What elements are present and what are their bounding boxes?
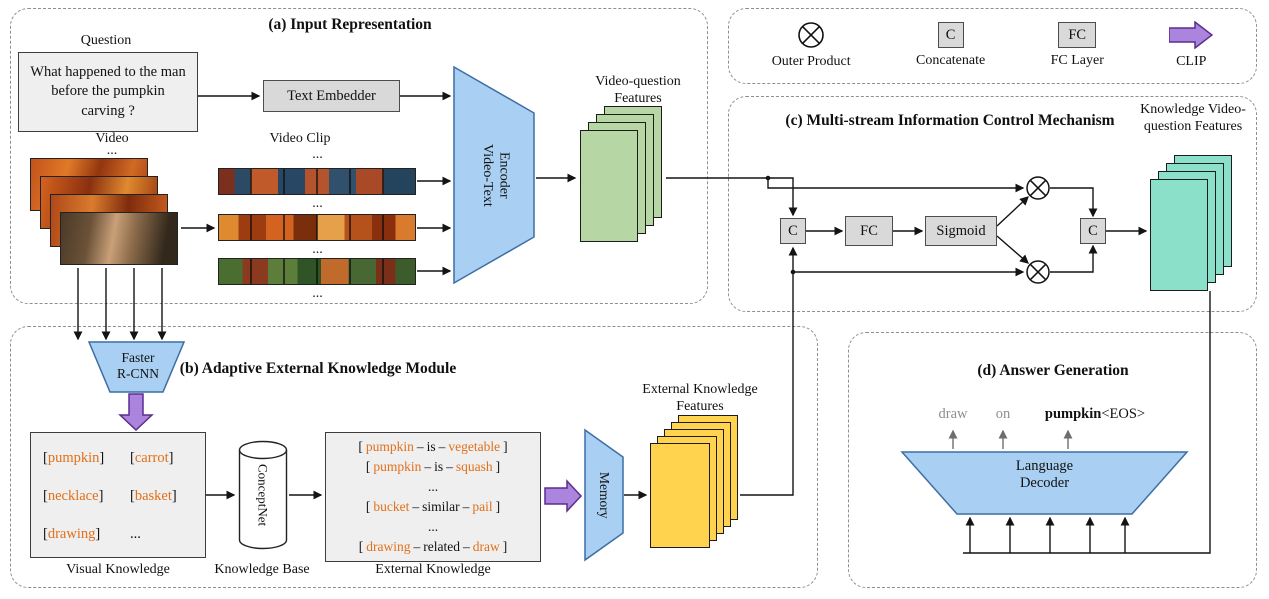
panel-c-title: (c) Multi-stream Information Control Mec… xyxy=(785,112,1115,129)
knowledge-ellipsis: ... xyxy=(427,479,439,494)
knowledge-triple: [pumpkin–is–vegetable] xyxy=(358,439,508,454)
knowledge-triple: [bucket–similar–pail] xyxy=(365,499,501,514)
fc-node: FC xyxy=(845,216,893,246)
knowledge-triple: [pumpkin–is–squash] xyxy=(365,459,501,474)
external-knowledge-box: [pumpkin–is–vegetable] [pumpkin–is–squas… xyxy=(325,432,541,562)
panel-b-title: (b) Adaptive External Knowledge Module xyxy=(179,360,457,377)
visual-knowledge-item: [pumpkin] xyxy=(43,449,105,466)
knowledge-ellipsis: ... xyxy=(427,519,439,534)
panel-knowledge-module xyxy=(10,326,818,588)
faster-rcnn-label: Faster R-CNN xyxy=(116,350,159,381)
legend-outer-product: Outer Product xyxy=(772,21,851,71)
panel-a-title: (a) Input Representation xyxy=(268,16,432,33)
external-knowledge-features-stack xyxy=(650,415,738,548)
clip-ellipsis: ... xyxy=(312,147,323,162)
kvq-features-label: Knowledge Video-question Features xyxy=(1140,102,1246,134)
visual-knowledge-item: [drawing] xyxy=(43,525,101,542)
legend-fc-label: FC Layer xyxy=(1050,53,1104,69)
video-clip-label: Video Clip xyxy=(269,131,331,146)
legend-clip-label: CLIP xyxy=(1176,54,1207,70)
concatenate-icon: C xyxy=(937,22,964,49)
clip-ellipsis: ... xyxy=(312,286,323,301)
video-frame xyxy=(60,212,178,265)
language-decoder-label: Language Decoder xyxy=(1015,458,1074,492)
memory-label: Memory xyxy=(597,471,613,519)
visual-knowledge-item: [carrot] xyxy=(130,449,174,466)
clip-ellipsis: ... xyxy=(312,196,323,211)
visual-knowledge-item: [necklace] xyxy=(43,487,104,504)
text-embedder-box: Text Embedder xyxy=(263,80,400,112)
concatenate-node-2: C xyxy=(1080,218,1106,244)
video-clip-strip xyxy=(218,214,416,241)
conceptnet-label: ConceptNet xyxy=(255,463,271,527)
video-clip-strip xyxy=(218,258,416,285)
legend-fc-layer: FC FC Layer xyxy=(1051,22,1104,70)
visual-knowledge-label: Visual Knowledge xyxy=(66,562,170,577)
legend-outer-product-label: Outer Product xyxy=(771,54,851,70)
generated-word: pumpkin<EOS> xyxy=(1044,406,1146,422)
question-label: Question xyxy=(80,33,132,48)
clip-ellipsis: ... xyxy=(312,242,323,257)
video-text-encoder-label: Video-Text Encoder xyxy=(479,143,512,207)
knowledge-vq-features-stack xyxy=(1150,155,1232,291)
knowledge-base-label: Knowledge Base xyxy=(214,562,310,577)
vq-features-label: Video-question Features xyxy=(595,74,681,106)
clip-arrow-icon xyxy=(1169,21,1214,50)
visual-knowledge-item: [basket] xyxy=(130,487,177,504)
video-frames-stack xyxy=(30,158,178,265)
external-knowledge-label: External Knowledge xyxy=(375,562,491,577)
panel-input-representation xyxy=(10,8,708,304)
video-label: Video xyxy=(95,131,129,146)
question-box: What happened to the man before the pump… xyxy=(18,52,198,132)
sigmoid-node: Sigmoid xyxy=(925,216,997,246)
fc-layer-icon: FC xyxy=(1058,22,1097,49)
outer-product-icon xyxy=(798,22,824,49)
generated-word: draw xyxy=(938,406,968,422)
video-clip-strip xyxy=(218,168,416,195)
legend-concatenate: C Concatenate xyxy=(916,22,985,70)
concatenate-node-1: C xyxy=(780,218,806,244)
ek-features-label: External Knowledge Features xyxy=(642,382,758,414)
visual-knowledge-ellipsis: ... xyxy=(130,525,141,542)
video-question-features-stack xyxy=(580,106,662,242)
legend-concatenate-label: Concatenate xyxy=(916,53,986,69)
video-ellipsis: ... xyxy=(106,143,118,158)
generated-word: on xyxy=(995,406,1011,422)
panel-legend: Outer Product C Concatenate FC FC Layer … xyxy=(728,8,1257,84)
panel-d-title: (d) Answer Generation xyxy=(977,362,1129,379)
legend-clip: CLIP xyxy=(1169,21,1214,71)
knowledge-triple: [drawing–related–draw] xyxy=(358,539,508,554)
visual-knowledge-box: [pumpkin] [carrot] [necklace] [basket] [… xyxy=(30,432,206,558)
